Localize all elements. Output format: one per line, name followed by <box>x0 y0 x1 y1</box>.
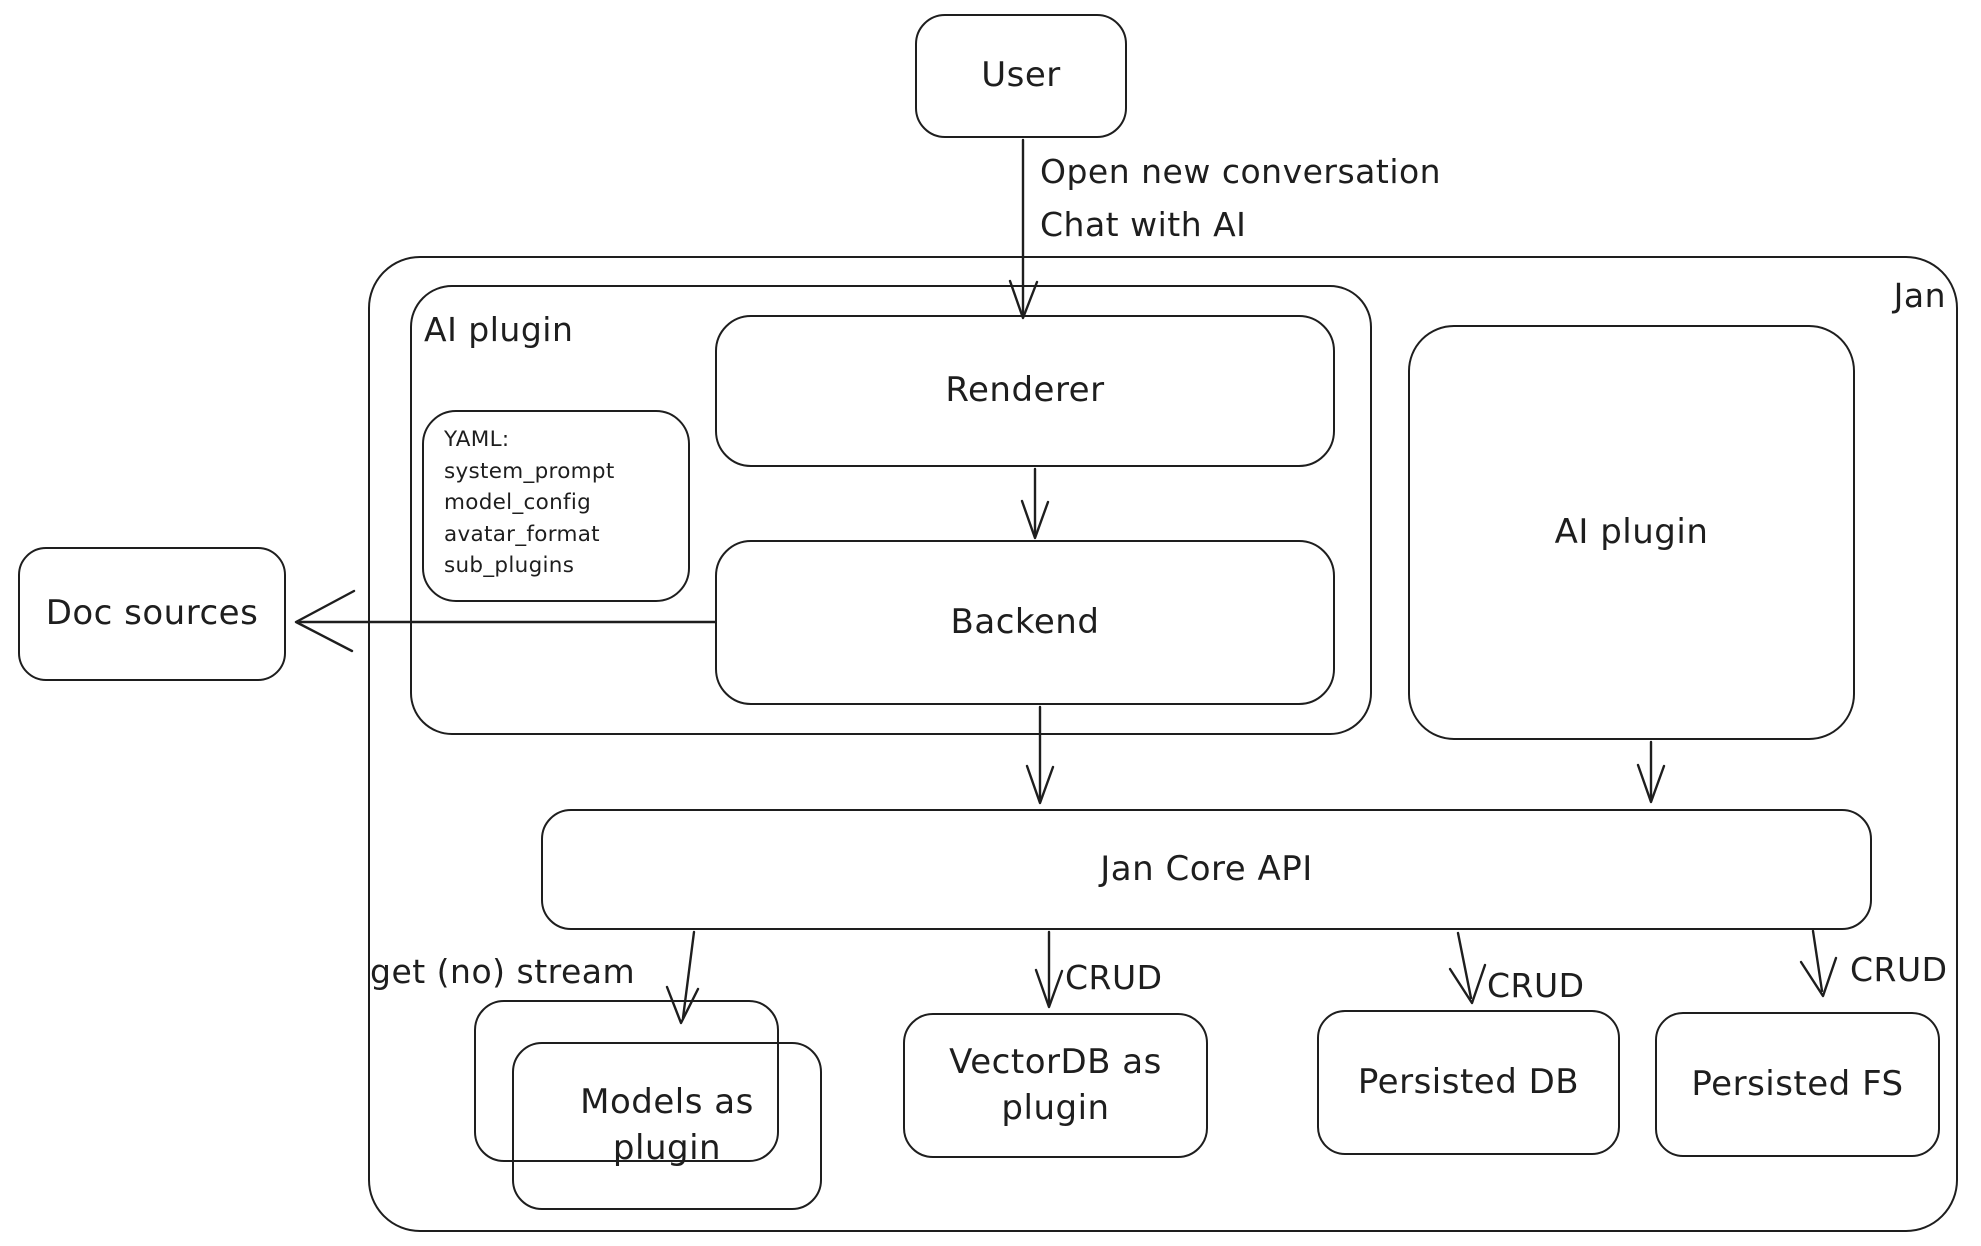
user-node[interactable]: User <box>915 14 1127 138</box>
persisted-db-node-label: Persisted DB <box>1357 1061 1580 1102</box>
yaml-note-line: YAML: <box>444 427 510 452</box>
renderer-node[interactable]: Renderer <box>715 315 1335 467</box>
ai-plugin-left-container[interactable] <box>410 285 1372 735</box>
edge-label-get-no-stream: get (no) stream <box>370 952 636 991</box>
jan-container-box[interactable] <box>368 256 1958 1232</box>
edge-label-open-new-conversation: Open new conversation <box>1040 152 1442 191</box>
yaml-note-line: sub_plugins <box>444 553 575 579</box>
yaml-note-text: YAML: system_prompt model_config avatar_… <box>444 424 615 582</box>
vectordb-plugin-node-label: VectorDB as plugin <box>949 1041 1162 1128</box>
persisted-fs-node[interactable]: Persisted FS <box>1655 1012 1940 1157</box>
yaml-note[interactable]: YAML: system_prompt model_config avatar_… <box>422 410 690 602</box>
models-plugin-back-box[interactable] <box>474 1000 779 1162</box>
ai-plugin-right-node-label: AI plugin <box>1554 511 1709 552</box>
yaml-note-line: system_prompt <box>444 458 615 484</box>
edge-label-crud-persisted-fs: CRUD <box>1850 950 1948 989</box>
persisted-fs-node-label: Persisted FS <box>1691 1063 1904 1104</box>
models-plugin-node[interactable]: Models as plugin <box>512 1042 822 1210</box>
jan-container-label: Jan <box>1893 276 1946 315</box>
backend-node-label: Backend <box>950 601 1100 642</box>
persisted-db-node[interactable]: Persisted DB <box>1317 1010 1620 1155</box>
yaml-note-line: avatar_format <box>444 521 600 547</box>
edge-label-chat-with-ai: Chat with AI <box>1040 205 1247 244</box>
jan-core-api-node[interactable]: Jan Core API <box>541 809 1872 930</box>
vectordb-plugin-node[interactable]: VectorDB as plugin <box>903 1013 1208 1158</box>
ai-plugin-right-node[interactable]: AI plugin <box>1408 325 1855 740</box>
jan-core-api-node-label: Jan Core API <box>1100 848 1313 889</box>
doc-sources-node-label: Doc sources <box>45 593 259 634</box>
ai-plugin-left-label: AI plugin <box>424 310 574 349</box>
edge-label-crud-vectordb: CRUD <box>1065 958 1163 997</box>
models-plugin-node-label: Models as plugin <box>580 1082 754 1168</box>
doc-sources-node[interactable]: Doc sources <box>18 547 286 681</box>
edge-label-crud-persisted-db: CRUD <box>1487 966 1585 1005</box>
renderer-node-label: Renderer <box>945 370 1105 411</box>
backend-node[interactable]: Backend <box>715 540 1335 705</box>
user-node-label: User <box>981 55 1061 96</box>
yaml-note-line: model_config <box>444 490 592 516</box>
